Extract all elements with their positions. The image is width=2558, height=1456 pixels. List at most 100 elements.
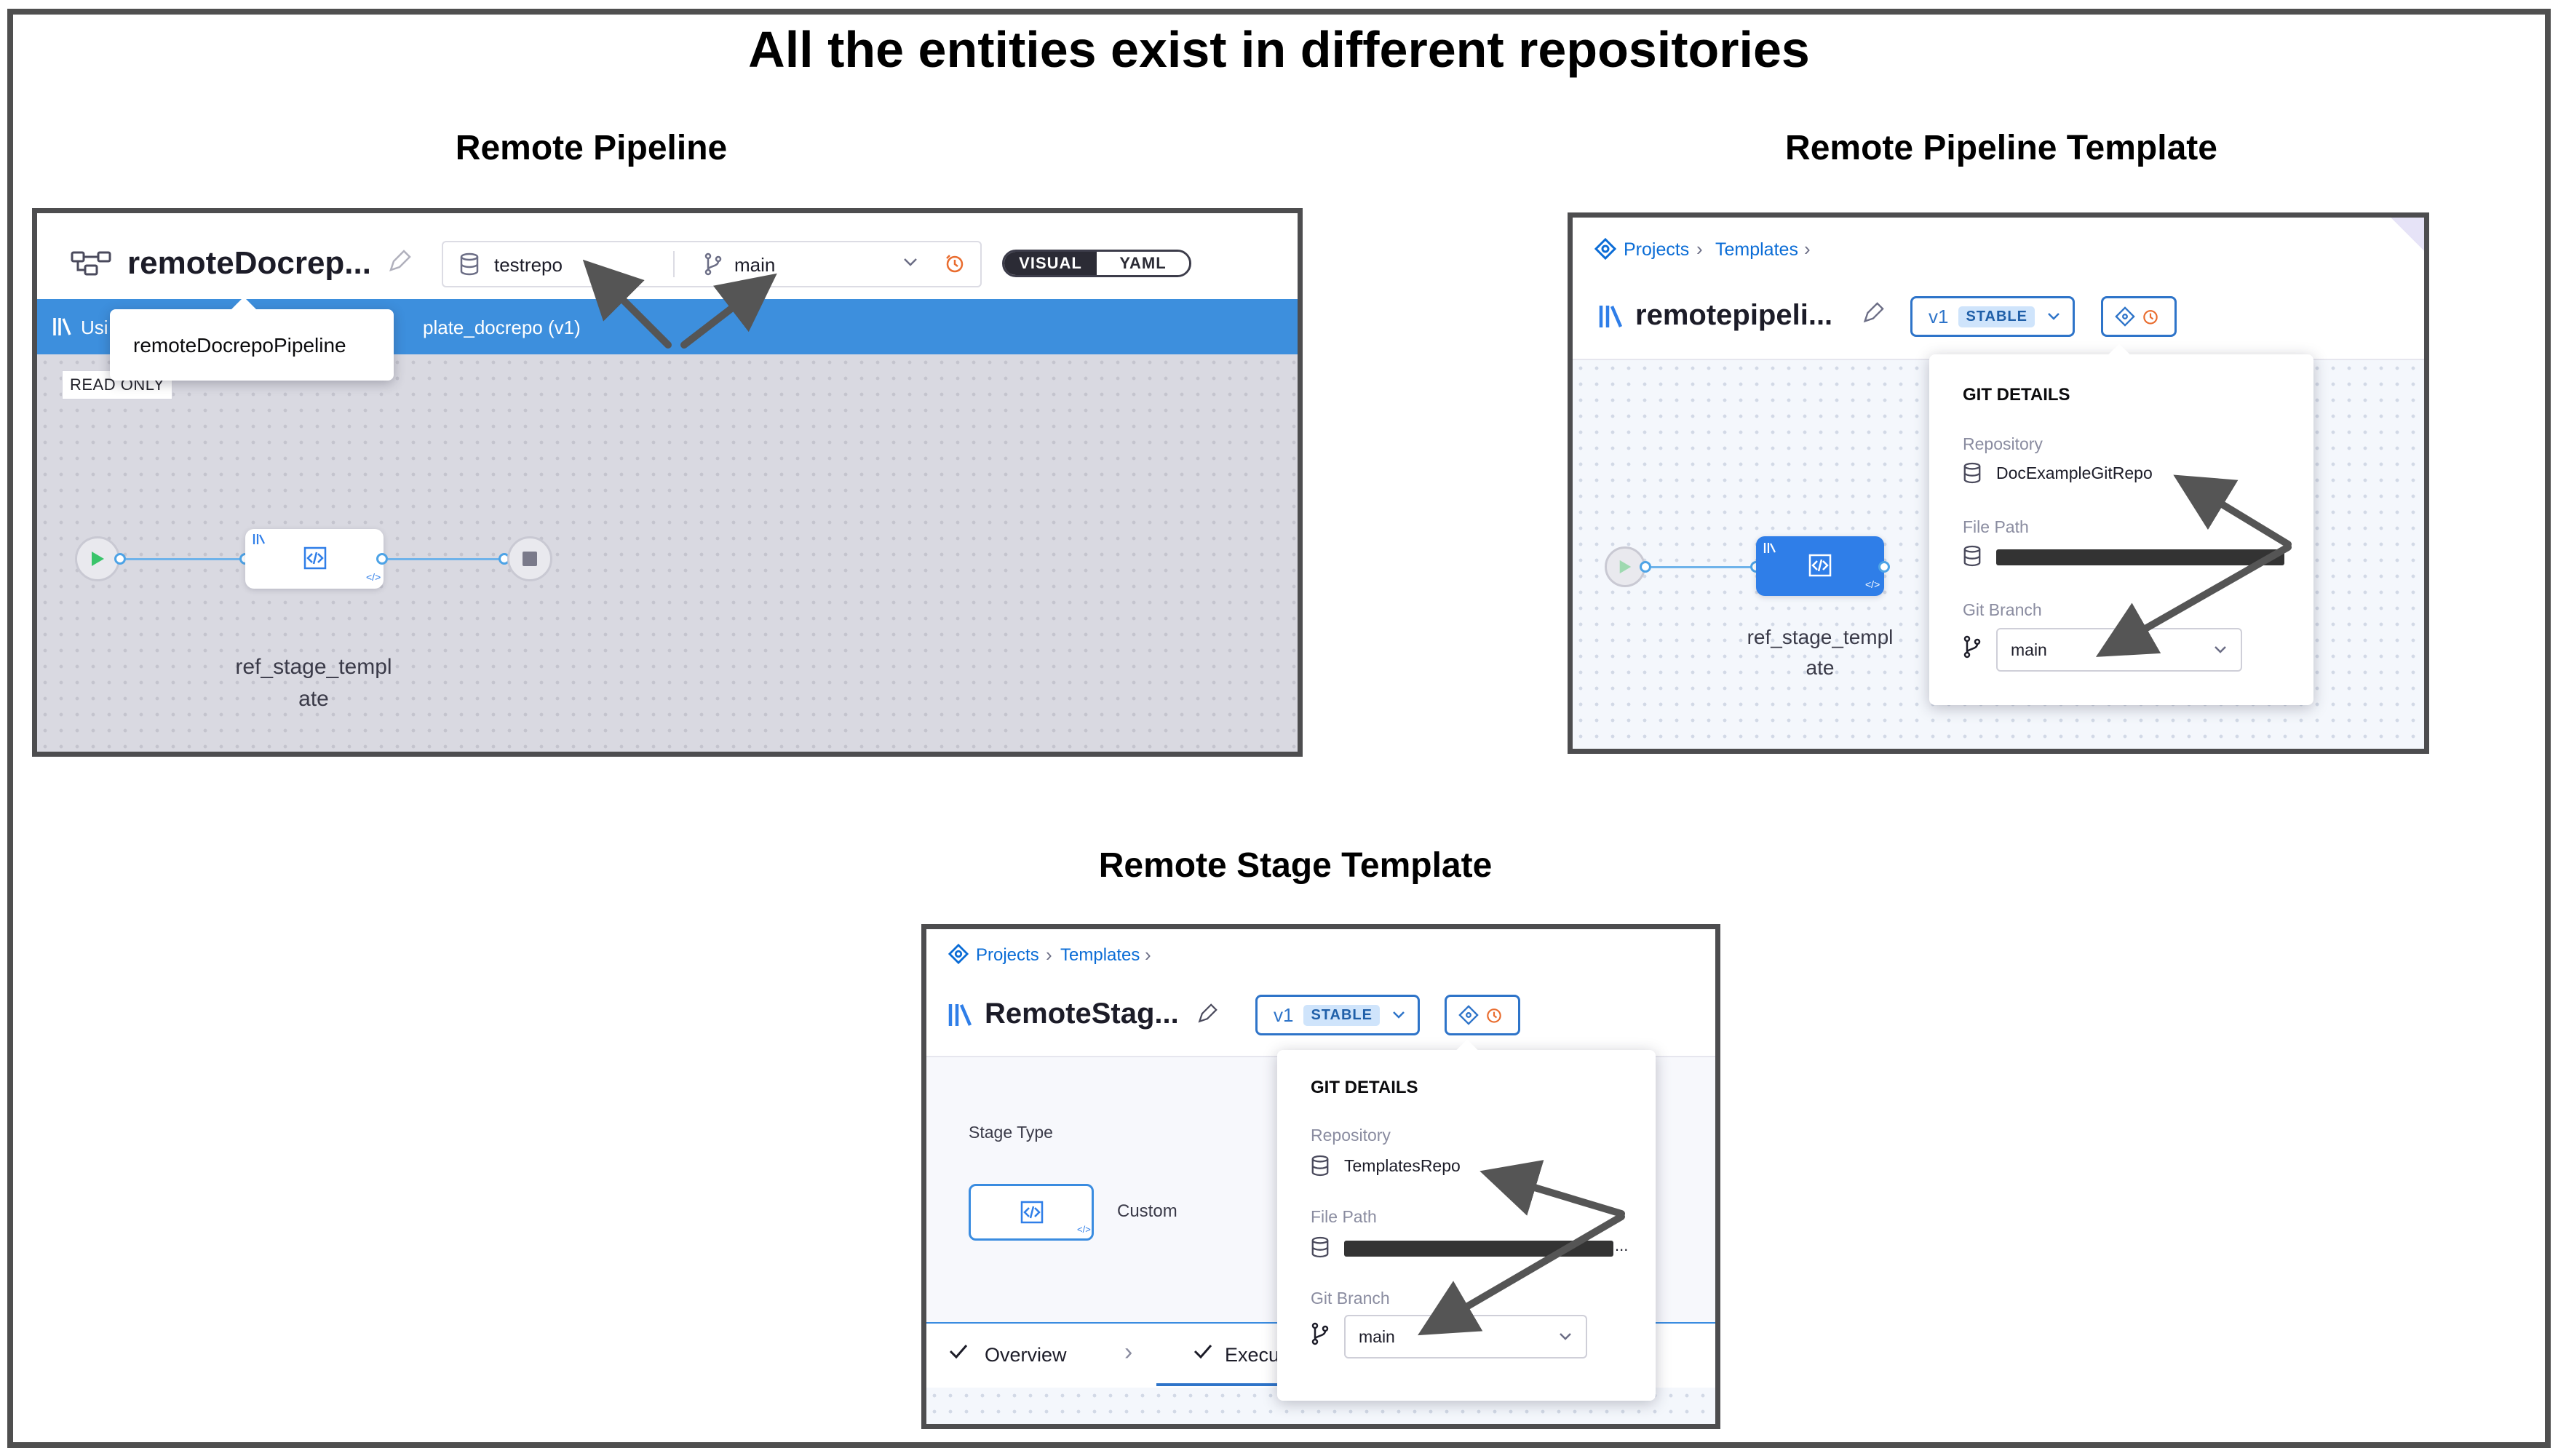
code-icon: </> <box>1865 578 1880 590</box>
git-branch-label: Git Branch <box>1311 1289 1390 1308</box>
chevron-down-icon <box>1391 1010 1406 1020</box>
template-icon <box>1597 303 1624 330</box>
visual-toggle[interactable]: VISUAL <box>1004 252 1097 275</box>
stage-label-line1: ref_stage_templ <box>1747 626 1894 648</box>
edge <box>388 558 507 560</box>
branch-icon <box>1311 1322 1330 1345</box>
repo-name[interactable]: testrepo <box>494 254 563 276</box>
start-node[interactable] <box>75 536 120 581</box>
repository-icon <box>1311 1155 1330 1177</box>
port <box>114 553 126 565</box>
check-icon <box>948 1342 969 1360</box>
stage-node-ref-stage-template[interactable]: </> <box>245 529 384 589</box>
pipeline-name-tooltip: remoteDocrepoPipeline <box>110 297 394 381</box>
edit-icon[interactable] <box>386 250 411 274</box>
edit-icon[interactable] <box>1861 302 1884 325</box>
stage-label: ref_stage_templ ate <box>1711 622 1929 683</box>
banner-suffix: plate_docrepo (v1) <box>423 317 581 338</box>
chevron-down-icon <box>2046 311 2061 322</box>
git-details-button[interactable] <box>2101 296 2177 337</box>
breadcrumb-separator: › <box>1145 944 1151 966</box>
file-icon <box>1311 1236 1330 1258</box>
version-selector[interactable]: v1 STABLE <box>1910 296 2075 337</box>
repository-icon <box>1963 462 1982 484</box>
stable-badge: STABLE <box>1303 1004 1380 1026</box>
yaml-toggle[interactable]: YAML <box>1097 252 1189 275</box>
stage-type-card[interactable]: </> <box>969 1184 1094 1241</box>
code-icon: </> <box>1077 1224 1091 1235</box>
breadcrumb-separator: › <box>1696 238 1703 260</box>
port <box>1640 561 1651 573</box>
remote-stage-template-panel: Projects › Templates › RemoteStag... v1 … <box>921 924 1720 1429</box>
edge <box>126 558 242 560</box>
page-title: All the entities exist in different repo… <box>748 21 1810 78</box>
stage-label-line2: ate <box>1806 656 1835 679</box>
stage-node-ref-stage-template[interactable]: </> <box>1756 536 1884 596</box>
repository-value: TemplatesRepo <box>1344 1156 1461 1175</box>
branch-name[interactable]: main <box>734 254 776 276</box>
arrow-to-branch <box>1418 1213 1625 1336</box>
chevron-right-icon: › <box>1124 1338 1133 1366</box>
breadcrumb-projects[interactable]: Projects <box>976 945 1039 965</box>
breadcrumb-projects[interactable]: Projects <box>1624 239 1690 260</box>
arrow-to-repo <box>582 259 672 349</box>
custom-stage-icon <box>1803 549 1838 581</box>
template-name: remotepipeli... <box>1635 299 1833 331</box>
sync-status-icon <box>2141 307 2160 326</box>
git-details-button[interactable] <box>1445 995 1520 1035</box>
git-repo-branch-box <box>442 241 982 287</box>
stage-template-name: RemoteStag... <box>985 998 1179 1030</box>
stage-type-value: Custom <box>1117 1201 1177 1221</box>
stage-label-line2: ate <box>298 687 329 711</box>
version-selector[interactable]: v1 STABLE <box>1255 995 1420 1035</box>
stable-badge: STABLE <box>1958 306 2035 327</box>
git-branch-label: Git Branch <box>1963 600 2042 619</box>
sync-status-icon <box>1485 1006 1504 1025</box>
file-path-label: File Path <box>1963 517 2029 536</box>
corner-fold <box>2391 218 2424 251</box>
active-tab-indicator <box>1156 1383 1316 1386</box>
stage-label-line1: ref_stage_templ <box>235 655 392 679</box>
tab-overview[interactable]: Overview <box>985 1344 1067 1366</box>
pipeline-name: remoteDocrep... <box>127 245 371 281</box>
heading-remote-pipeline: Remote Pipeline <box>455 129 728 167</box>
file-path-redacted <box>1344 1241 1613 1257</box>
chevron-down-icon[interactable] <box>902 255 919 268</box>
repository-icon <box>459 252 480 276</box>
branch-icon <box>1963 635 1982 659</box>
pipeline-icon <box>71 251 113 276</box>
template-icon <box>947 1002 973 1028</box>
visual-yaml-toggle[interactable]: VISUAL YAML <box>1002 250 1191 277</box>
branch-value: main <box>1359 1326 1395 1346</box>
sync-status-icon[interactable] <box>944 252 966 274</box>
arrow-to-branch <box>2095 544 2292 657</box>
stage-type-label: Stage Type <box>969 1123 1053 1142</box>
end-node[interactable] <box>507 536 552 581</box>
check-icon <box>1193 1342 1213 1360</box>
stage-label: ref_stage_templ ate <box>204 651 423 715</box>
file-icon <box>1963 545 1982 567</box>
breadcrumb-templates[interactable]: Templates <box>1060 945 1140 965</box>
outer-frame <box>7 9 2551 1448</box>
repository-value: DocExampleGitRepo <box>1996 464 2153 482</box>
port <box>1878 561 1890 573</box>
breadcrumb-templates[interactable]: Templates <box>1715 239 1798 260</box>
file-path-label: File Path <box>1311 1207 1377 1226</box>
arrow-to-repository <box>1479 1160 1625 1217</box>
git-details-title: GIT DETAILS <box>1311 1078 1418 1097</box>
tab-execution[interactable]: Execu <box>1225 1344 1280 1366</box>
repository-label: Repository <box>1311 1126 1391 1145</box>
remote-pipeline-template-panel: Projects › Templates › remotepipeli... v… <box>1568 212 2429 754</box>
branch-icon <box>704 252 723 276</box>
arrow-to-branch <box>680 273 777 349</box>
file-path-redacted <box>1996 549 2284 565</box>
repository-label: Repository <box>1963 434 2043 453</box>
breadcrumb-separator: › <box>1046 944 1052 966</box>
edit-icon[interactable] <box>1196 1003 1218 1025</box>
pipeline-header: remoteDocrep... testrepo main VISUAL YAM… <box>37 213 1298 299</box>
divider <box>673 251 675 277</box>
branch-value: main <box>2011 640 2047 659</box>
chevron-down-icon <box>2213 645 2228 655</box>
project-icon <box>948 944 969 964</box>
